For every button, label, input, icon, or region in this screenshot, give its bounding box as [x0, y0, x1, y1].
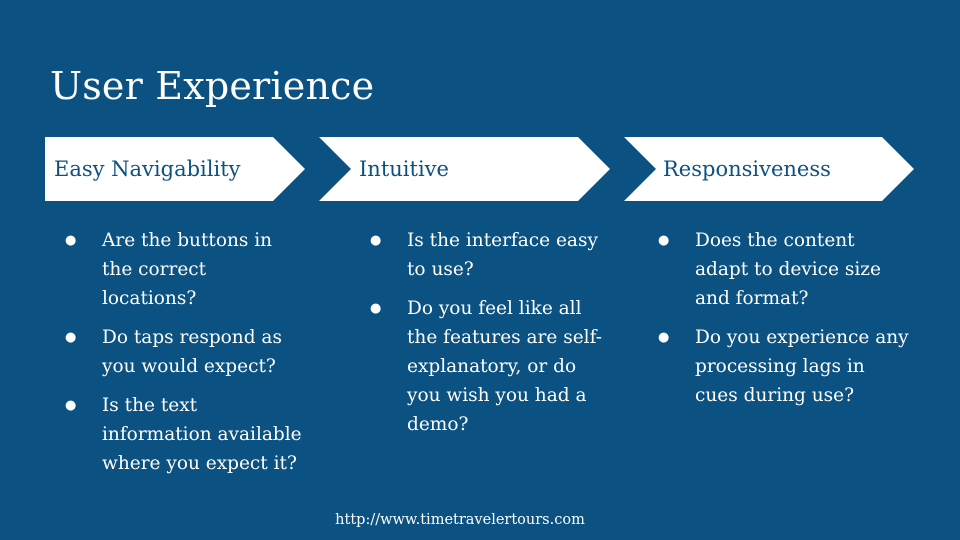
- list-item-text: Are the buttons in the correct locations…: [102, 230, 273, 309]
- bullet-icon: ●: [65, 233, 77, 248]
- chevron-heading-easy-navigability: Easy Navigability: [45, 137, 305, 201]
- bullet-icon: ●: [370, 301, 382, 316]
- list-item: ● Is the text information available wher…: [65, 391, 315, 478]
- list-item-text: Does the content adapt to device size an…: [695, 230, 881, 309]
- bullet-icon: ●: [370, 233, 382, 248]
- bullet-icon: ●: [65, 398, 77, 413]
- list-item-text: Do you feel like all the features are se…: [407, 298, 603, 435]
- list-item: ● Do you experience any processing lags …: [658, 323, 918, 410]
- bullet-list-intuitive: ● Is the interface easy to use? ● Do you…: [370, 226, 620, 449]
- bullet-list-responsiveness: ● Does the content adapt to device size …: [658, 226, 918, 420]
- list-item-text: Do you experience any processing lags in…: [695, 327, 909, 406]
- list-item: ● Does the content adapt to device size …: [658, 226, 918, 313]
- chevron-heading-label: Easy Navigability: [54, 157, 241, 181]
- chevron-heading-label: Intuitive: [359, 157, 449, 181]
- list-item-text: Do taps respond as you would expect?: [102, 327, 282, 377]
- bullet-icon: ●: [65, 330, 77, 345]
- list-item: ● Do you feel like all the features are …: [370, 294, 620, 439]
- bullet-list-easy-navigability: ● Are the buttons in the correct locatio…: [65, 226, 315, 488]
- chevron-heading-responsiveness: Responsiveness: [624, 137, 914, 201]
- list-item: ● Is the interface easy to use?: [370, 226, 620, 284]
- list-item: ● Are the buttons in the correct locatio…: [65, 226, 315, 313]
- list-item-text: Is the interface easy to use?: [407, 230, 598, 280]
- slide-title: User Experience: [50, 64, 375, 108]
- chevron-heading-intuitive: Intuitive: [319, 137, 610, 201]
- list-item-text: Is the text information available where …: [102, 395, 302, 474]
- chevron-heading-label: Responsiveness: [663, 157, 831, 181]
- bullet-icon: ●: [658, 330, 670, 345]
- footer-url-link[interactable]: http://www.timetravelertours.com: [335, 512, 585, 528]
- list-item: ● Do taps respond as you would expect?: [65, 323, 315, 381]
- bullet-icon: ●: [658, 233, 670, 248]
